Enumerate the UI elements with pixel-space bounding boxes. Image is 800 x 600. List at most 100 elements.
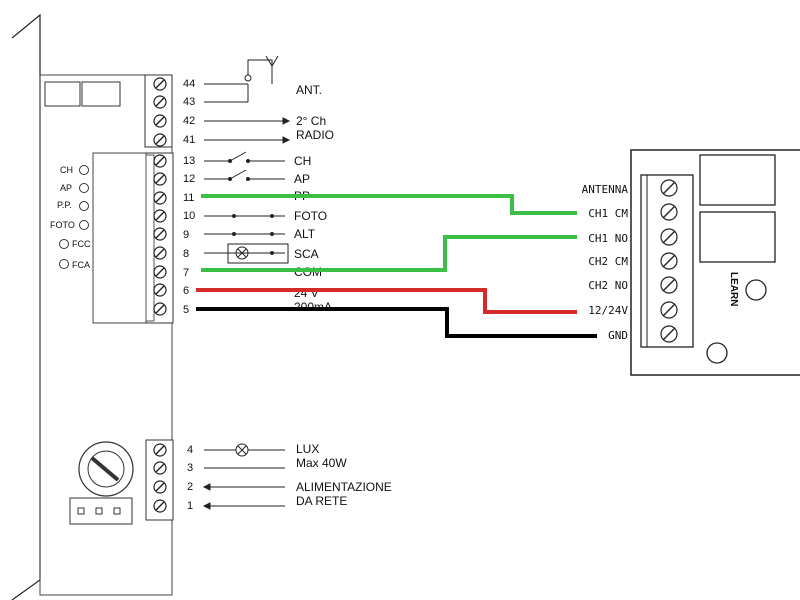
led-fcc [59, 239, 69, 249]
label-alimentazione: ALIMENTAZIONE [296, 480, 392, 494]
terminal-num-1: 1 [187, 500, 193, 512]
label-ch2-cm: CH2 CM [588, 255, 628, 268]
led-foto [79, 220, 89, 230]
led-label-ap: AP [60, 183, 72, 193]
relay-2 [699, 211, 776, 263]
wire-red-6-12v [196, 288, 577, 314]
label-foto: FOTO [294, 209, 327, 223]
screw-terminal-left [153, 114, 167, 128]
terminal-num-13: 13 [183, 155, 195, 167]
terminal-num-43: 43 [183, 96, 195, 108]
pin-2 [95, 507, 103, 515]
left-board-outline [39, 74, 173, 596]
terminal-num-6: 6 [183, 285, 189, 297]
led-label-fcc: FCC [72, 239, 91, 249]
screw-terminal-right [660, 228, 678, 246]
screw-terminal-left [153, 480, 167, 494]
top-module-b [81, 81, 121, 107]
wire-green-7-ch1no [201, 235, 577, 272]
screw-terminal-left [153, 191, 167, 205]
left-enclosure-outline [11, 13, 41, 600]
screw-terminal-right [660, 276, 678, 294]
label-ap: AP [294, 172, 310, 186]
trimmer-knob-inner [87, 450, 125, 488]
screw-terminal-right [660, 179, 678, 197]
screw-terminal-left [153, 443, 167, 457]
label-ant: ANT. [296, 83, 322, 97]
led-fca [59, 259, 69, 269]
relay-1 [699, 154, 776, 206]
led-label-pp: P.P. [57, 200, 72, 210]
label-ch1-no: CH1 NO [588, 232, 628, 245]
screw-terminal-left [153, 154, 167, 168]
left-connection-lines [202, 59, 291, 510]
led-ch [79, 165, 89, 175]
screw-terminal-left [153, 95, 167, 109]
left-terminal-labels: ANT. 2° Ch RADIO CH AP PP FOTO ALT SCA C… [294, 83, 392, 508]
screw-terminal-left [153, 246, 167, 260]
terminal-num-4: 4 [187, 444, 193, 456]
label-da-rete: DA RETE [296, 494, 347, 508]
led-label-fca: FCA [72, 260, 90, 270]
terminal-num-7: 7 [183, 267, 189, 279]
screw-terminal-left [153, 209, 167, 223]
led-label-ch: CH [60, 165, 73, 175]
led-label-foto: FOTO [50, 220, 75, 230]
screw-terminal-right [660, 203, 678, 221]
screw-terminal-left [153, 302, 167, 316]
screw-terminal-right [660, 301, 678, 319]
screw-terminal-left [153, 499, 167, 513]
antenna-icon [265, 55, 279, 72]
terminal-num-8: 8 [183, 248, 189, 260]
three-pin-connector [69, 497, 133, 525]
label-12-24v: 12/24V [588, 304, 628, 317]
label-2ch: 2° Ch [296, 114, 326, 128]
screw-terminal-left [153, 172, 167, 186]
label-lux: LUX [296, 442, 319, 456]
label-max40w: Max 40W [296, 456, 347, 470]
terminal-num-2: 2 [187, 481, 193, 493]
learn-button[interactable] [745, 279, 767, 301]
led-pp [79, 201, 89, 211]
pin-1 [77, 507, 85, 515]
trimmer-slot [90, 456, 120, 482]
label-ch1-cm: CH1 CM [588, 207, 628, 220]
screw-terminal-left [153, 283, 167, 297]
label-radio: RADIO [296, 128, 334, 142]
label-alt: ALT [294, 227, 316, 241]
terminal-num-3: 3 [187, 462, 193, 474]
left-terminal-screws [153, 77, 167, 513]
led-ap [79, 183, 89, 193]
terminal-num-11: 11 [183, 192, 194, 204]
left-terminal-numbers: 44 43 42 41 13 12 11 10 9 8 7 6 5 4 3 2 … [183, 78, 195, 512]
learn-label: LEARN [728, 272, 739, 306]
label-ch2-no: CH2 NO [588, 279, 628, 292]
terminal-num-9: 9 [183, 229, 189, 241]
label-ch: CH [294, 154, 311, 168]
screw-terminal-left [153, 265, 167, 279]
right-terminal-screws [660, 179, 678, 343]
led-indicators: CH AP P.P. FOTO FCC FCA [50, 165, 91, 270]
right-terminal-labels: ANTENNA CH1 CM CH1 NO CH2 CM CH2 NO 12/2… [582, 183, 629, 342]
colored-wires [196, 194, 597, 338]
terminal-num-41: 41 [183, 134, 195, 146]
wire-black-5-gnd [196, 307, 597, 338]
label-antenna: ANTENNA [582, 183, 629, 196]
mount-hole [706, 342, 728, 364]
top-module-a [44, 81, 81, 107]
screw-terminal-left [153, 77, 167, 91]
terminal-num-42: 42 [183, 115, 195, 127]
screw-terminal-left [153, 461, 167, 475]
terminal-num-5: 5 [183, 304, 189, 316]
main-terminal-inner [145, 154, 155, 322]
label-sca: SCA [294, 247, 319, 261]
pin-3 [113, 507, 121, 515]
terminal-num-12: 12 [183, 173, 195, 185]
label-gnd: GND [608, 329, 628, 342]
terminal-num-10: 10 [183, 210, 195, 222]
terminal-num-44: 44 [183, 78, 195, 90]
screw-terminal-left [153, 133, 167, 147]
switch-dots [228, 159, 274, 255]
screw-terminal-right [660, 325, 678, 343]
